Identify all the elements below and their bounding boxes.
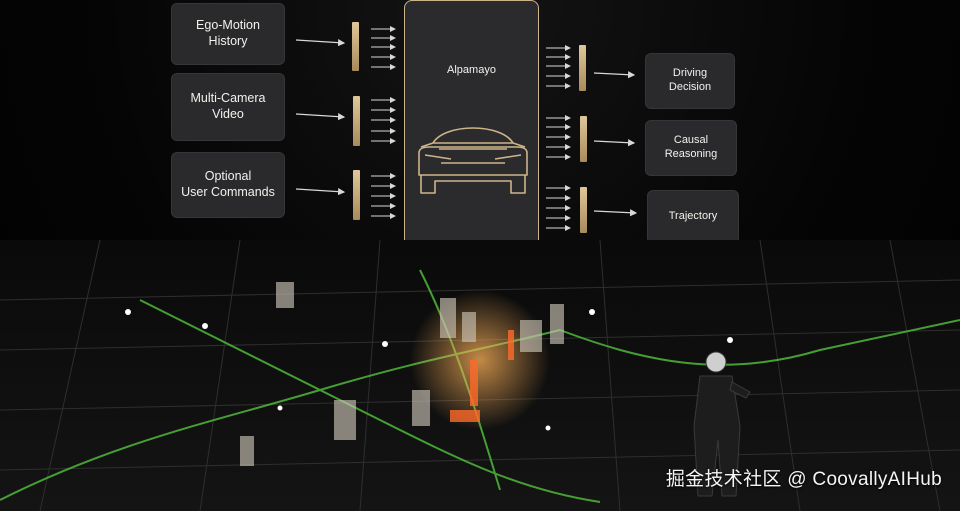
output-box-trajectory: Trajectory (647, 190, 739, 244)
input-box-optional-user-commands: Optional User Commands (171, 152, 285, 218)
token-stack-input-1 (352, 22, 359, 71)
arrow-icon (295, 113, 346, 121)
token-stack-output-3 (580, 187, 587, 233)
city-map-backdrop (0, 240, 960, 511)
fan-arrows-out-2 (546, 115, 571, 160)
input-arrows (295, 26, 638, 231)
arrow-icon (295, 39, 346, 47)
token-stack-output-1 (579, 45, 586, 91)
output-label-driving-decision: Driving Decision (668, 67, 712, 93)
arrow-icon (593, 71, 636, 79)
token-stack-output-2 (580, 116, 587, 162)
output-box-causal-reasoning: Causal Reasoning (645, 120, 737, 176)
fan-arrows-group-2 (371, 97, 396, 144)
fan-arrows-group-1 (371, 26, 396, 70)
token-stack-input-2 (353, 96, 360, 146)
presenter-figure (693, 351, 751, 497)
arrow-icon (593, 209, 638, 217)
output-label-trajectory: Trajectory (668, 210, 718, 223)
car-outline-icon (418, 127, 528, 194)
arrow-icon (295, 188, 346, 196)
arrow-icon (593, 139, 636, 147)
input-box-ego-motion-history: Ego-Motion History (171, 3, 285, 65)
watermark-text: 掘金技术社区 @ CoovallyAIHub (665, 469, 942, 490)
output-box-driving-decision: Driving Decision (645, 53, 735, 109)
input-label-ego-motion-history: Ego-Motion History (196, 18, 260, 48)
model-title: Alpamayo (447, 64, 496, 76)
fan-arrows-out-3 (546, 185, 571, 231)
input-box-multi-camera-video: Multi-Camera Video (171, 73, 285, 141)
model-box-alpamayo: Alpamayo (404, 0, 539, 256)
input-label-multi-camera-video: Multi-Camera Video (190, 91, 266, 121)
output-label-causal-reasoning: Causal Reasoning (664, 134, 718, 160)
fan-arrows-group-3 (371, 173, 396, 219)
fan-arrows-out-1 (546, 45, 571, 89)
input-label-optional-user-commands: Optional User Commands (181, 169, 275, 199)
token-stack-input-3 (353, 170, 360, 220)
